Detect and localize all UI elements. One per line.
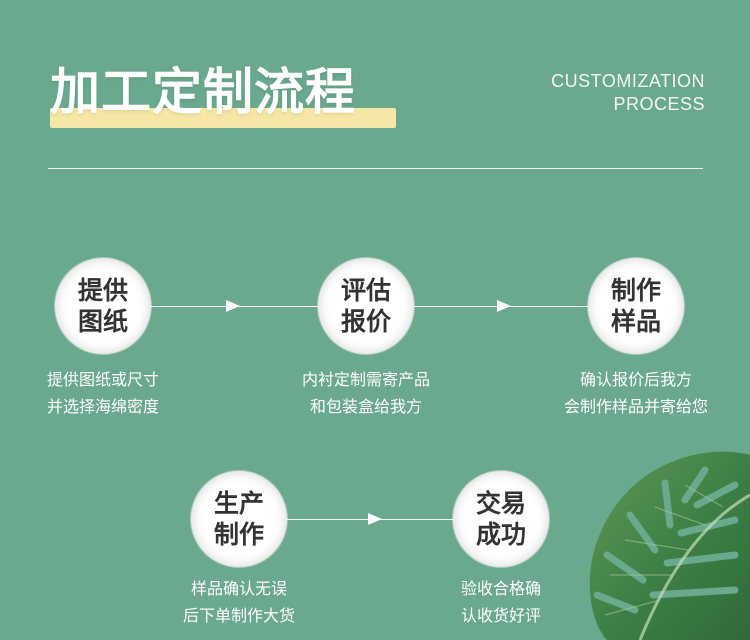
step-2-label-line2: 报价 xyxy=(340,307,391,336)
step-1-label-line1: 提供 xyxy=(77,276,128,305)
step-1-desc-line2: 并选择海绵密度 xyxy=(46,397,159,416)
step-5-desc-line1: 验收合格确 xyxy=(460,579,541,598)
step-1-label-line2: 图纸 xyxy=(77,307,128,336)
step-1-desc-line1: 提供图纸或尺寸 xyxy=(46,370,159,389)
monstera-leaf-icon xyxy=(589,451,750,640)
step-2-label-line1: 评估 xyxy=(340,276,391,305)
step-circle-1: 提供 图纸 xyxy=(55,258,151,354)
step-4-desc-line1: 样品确认无误 xyxy=(190,579,287,598)
step-4-desc-line2: 后下单制作大货 xyxy=(182,606,295,625)
arrow-right-icon xyxy=(497,300,511,312)
header-divider xyxy=(48,168,703,169)
step-5-description: 验收合格确 认收货好评 xyxy=(401,575,601,629)
step-5-label-line1: 交易 xyxy=(475,489,526,518)
step-circle-2: 评估 报价 xyxy=(318,258,414,354)
arrow-right-icon xyxy=(226,300,240,312)
step-1-description: 提供图纸或尺寸 并选择海绵密度 xyxy=(3,366,203,420)
subtitle-line-1: CUSTOMIZATION xyxy=(551,71,705,91)
step-4-label-line2: 制作 xyxy=(213,520,264,549)
step-2-description: 内衬定制需寄产品 和包装盒给我方 xyxy=(266,366,466,420)
page-subtitle: CUSTOMIZATION PROCESS xyxy=(551,70,705,116)
step-circle-4: 生产 制作 xyxy=(191,471,287,567)
step-4-description: 样品确认无误 后下单制作大货 xyxy=(139,575,339,629)
step-5-label-line2: 成功 xyxy=(475,520,526,549)
step-3-desc-line1: 确认报价后我方 xyxy=(579,370,692,389)
step-2-desc-line2: 和包装盒给我方 xyxy=(309,397,422,416)
step-circle-5: 交易 成功 xyxy=(453,471,549,567)
step-5-desc-line2: 认收货好评 xyxy=(460,606,541,625)
step-4-label-line1: 生产 xyxy=(213,489,264,518)
title-block: 加工定制流程 xyxy=(50,62,396,128)
arrow-right-icon xyxy=(368,513,382,525)
step-3-desc-line2: 会制作样品并寄给您 xyxy=(563,397,708,416)
step-3-description: 确认报价后我方 会制作样品并寄给您 xyxy=(536,366,736,420)
page-title: 加工定制流程 xyxy=(50,63,356,121)
step-3-label-line1: 制作 xyxy=(610,276,661,305)
subtitle-line-2: PROCESS xyxy=(613,94,705,114)
step-3-label-line2: 样品 xyxy=(610,307,661,336)
title-highlight-bar xyxy=(50,108,396,128)
step-circle-3: 制作 样品 xyxy=(588,258,684,354)
step-2-desc-line1: 内衬定制需寄产品 xyxy=(301,370,430,389)
